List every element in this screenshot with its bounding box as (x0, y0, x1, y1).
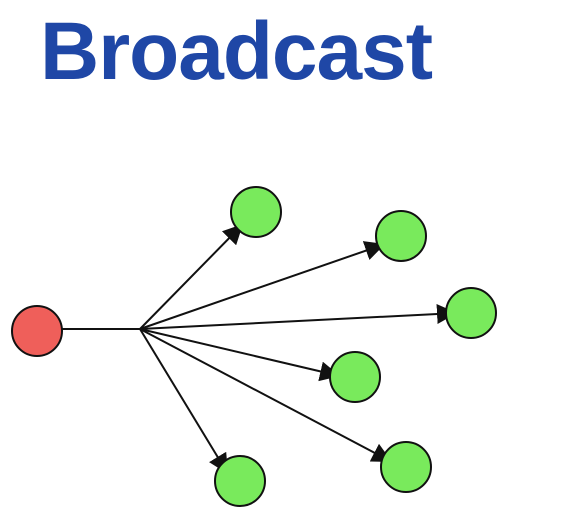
arrow-to-target-6 (139, 328, 229, 475)
target-node-3 (445, 287, 497, 339)
page-title: Broadcast (40, 6, 433, 97)
arrow-to-target-2 (139, 241, 386, 330)
target-node-2 (375, 210, 427, 262)
target-node-6 (214, 455, 266, 507)
arrow-to-target-5 (139, 328, 393, 463)
arrow-to-target-4 (139, 328, 341, 382)
arrow-to-target-1 (139, 223, 244, 330)
target-node-5 (380, 441, 432, 493)
arrow-to-target-3 (139, 304, 458, 330)
target-node-4 (329, 351, 381, 403)
target-node-1 (230, 186, 282, 238)
source-node (11, 305, 63, 357)
